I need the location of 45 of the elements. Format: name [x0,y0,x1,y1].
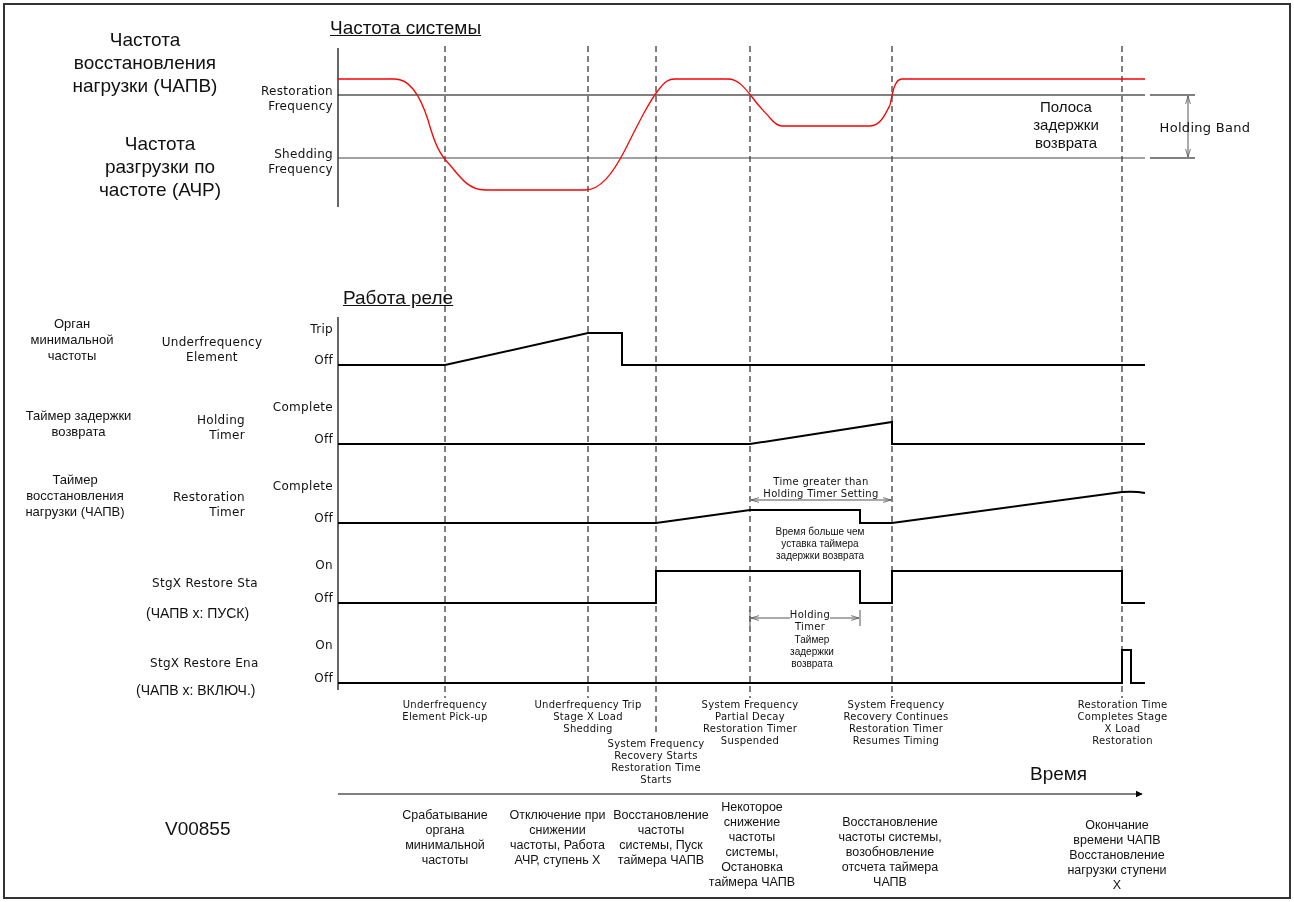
event-label: System Frequency Recovery Starts Restoration Time Starts [606,738,706,786]
figure-id: V00855 [165,817,232,840]
signal-label: StgX Restore Sta [152,576,259,591]
level-label: Off [313,671,333,686]
signal-label: (ЧАПВ х: ПУСК) [146,605,251,622]
band-label: Holding Band [1158,120,1252,136]
event-description: Срабатывание органа минимальной частоты [401,808,489,868]
note: Время больше чем уставка таймера задержки возврата [774,526,866,562]
level-label: Shedding Frequency [267,147,333,177]
row-label: Орган минимальной частоты [29,316,115,364]
axis-title: Время [1030,762,1089,785]
event-description: Некоторое снижение частоты системы, Остановка таймера ЧАПВ [708,800,797,890]
level-label: Off [313,511,333,526]
row-label: Таймер восстановления нагрузки (ЧАПВ) [24,472,126,520]
dimension-label: Time greater than Holding Timer Setting [762,476,880,500]
event-description: Окончание времени ЧАПВ Восстановление нагрузки ступени Х [1066,818,1168,893]
section-heading: Работа реле [343,286,455,309]
signal-label: StgX Restore Ena [150,656,260,671]
note: Таймер задержки возврата [789,634,835,670]
row-label: Частота разгрузки по частоте (АЧР) [97,132,223,201]
row-label: Таймер задержки возврата [24,408,133,440]
level-label: Trip [309,322,333,337]
section-heading: Частота системы [330,16,483,39]
level-label: Off [313,353,333,368]
event-label: Underfrequency Element Pick-up [401,699,489,723]
level-label: Complete [271,400,333,415]
event-description: Отключение при снижении частоты, Работа АЧР, ступень Х [508,808,607,868]
level-label: On [314,638,333,653]
dimension-label: Holding Timer [788,609,832,633]
row-label: Частота восстановления нагрузки (ЧАПВ) [71,28,219,97]
signal-label: (ЧАПВ х: ВКЛЮЧ.) [136,682,257,699]
event-description: Восстановление частоты системы, Пуск таймера ЧАПВ [612,808,710,868]
signal-label: Holding Timer [196,413,245,443]
event-label: Underfrequency Trip Stage X Load Shedding [534,699,642,735]
level-label: Off [313,591,333,606]
level-label: Complete [271,479,333,494]
level-label: Restoration Frequency [259,84,333,114]
level-label: Off [313,432,333,447]
event-label: Restoration Time Completes Stage X Load Restoration [1076,699,1169,747]
signal-label: Underfrequency Element [160,335,264,365]
event-description: Восстановление частоты системы, возобновление отсчета таймера ЧАПВ [837,815,943,890]
event-label: System Frequency Recovery Continues Restoration Timer Resumes Timing [842,699,950,747]
signal-label: Restoration Timer [171,490,245,520]
level-label: On [314,558,333,573]
band-label: Полоса задержки возврата [1032,98,1100,152]
